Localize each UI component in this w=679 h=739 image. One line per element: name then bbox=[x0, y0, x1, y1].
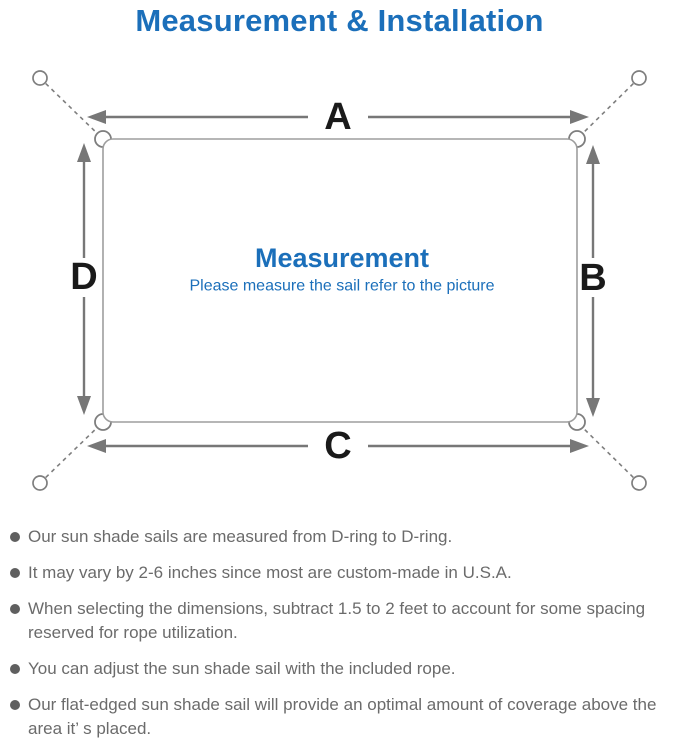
arrow-d-bottom-head-icon bbox=[77, 396, 91, 415]
bullet-icon bbox=[10, 700, 20, 710]
anchor-point-bottom-right-icon bbox=[631, 475, 647, 491]
dimension-arrow-a: A bbox=[87, 96, 589, 138]
anchor-point-top-left-icon bbox=[32, 70, 48, 86]
measurement-diagram: A C D B Measurement Please meas bbox=[32, 70, 647, 491]
list-item: It may vary by 2-6 inches since most are… bbox=[10, 561, 671, 585]
rope-top-left bbox=[39, 77, 104, 140]
arrow-a-right-head-icon bbox=[570, 110, 589, 124]
dimension-arrow-c: C bbox=[87, 425, 589, 467]
list-item: Our sun shade sails are measured from D-… bbox=[10, 525, 671, 549]
page-title: Measurement & Installation bbox=[135, 3, 544, 38]
note-text: Our flat-edged sun shade sail will provi… bbox=[28, 695, 657, 738]
bullet-icon bbox=[10, 568, 20, 578]
rope-bottom-right bbox=[576, 421, 640, 484]
note-text: Our sun shade sails are measured from D-… bbox=[28, 527, 453, 546]
arrow-d-top-head-icon bbox=[77, 143, 91, 162]
note-text: It may vary by 2-6 inches since most are… bbox=[28, 563, 512, 582]
bullet-icon bbox=[10, 664, 20, 674]
note-text: You can adjust the sun shade sail with t… bbox=[28, 659, 456, 678]
arrow-c-right-head-icon bbox=[570, 439, 589, 453]
arrow-c-left-head-icon bbox=[87, 439, 106, 453]
diagram-center-subtitle: Please measure the sail refer to the pic… bbox=[189, 278, 494, 295]
rope-top-right bbox=[576, 77, 640, 140]
dimension-label-c: C bbox=[324, 425, 351, 467]
note-text: When selecting the dimensions, subtract … bbox=[28, 599, 646, 642]
rope-bottom-left bbox=[39, 421, 104, 484]
dimension-label-d: D bbox=[70, 256, 97, 298]
bullet-icon bbox=[10, 532, 20, 542]
list-item: You can adjust the sun shade sail with t… bbox=[10, 657, 671, 681]
anchor-point-top-right-icon bbox=[631, 70, 647, 86]
dimension-arrow-b: B bbox=[579, 145, 607, 417]
dimension-arrow-d: D bbox=[70, 143, 98, 415]
dimension-label-a: A bbox=[324, 96, 351, 138]
sail-rectangle bbox=[102, 138, 578, 423]
dimension-label-b: B bbox=[579, 257, 606, 299]
bullet-icon bbox=[10, 604, 20, 614]
arrow-b-bottom-head-icon bbox=[586, 398, 600, 417]
arrow-b-top-head-icon bbox=[586, 145, 600, 164]
arrow-a-left-head-icon bbox=[87, 110, 106, 124]
diagram-center-title: Measurement bbox=[255, 243, 429, 273]
list-item: Our flat-edged sun shade sail will provi… bbox=[10, 693, 671, 739]
notes-list: Our sun shade sails are measured from D-… bbox=[0, 525, 679, 739]
anchor-point-bottom-left-icon bbox=[32, 475, 48, 491]
list-item: When selecting the dimensions, subtract … bbox=[10, 597, 671, 645]
